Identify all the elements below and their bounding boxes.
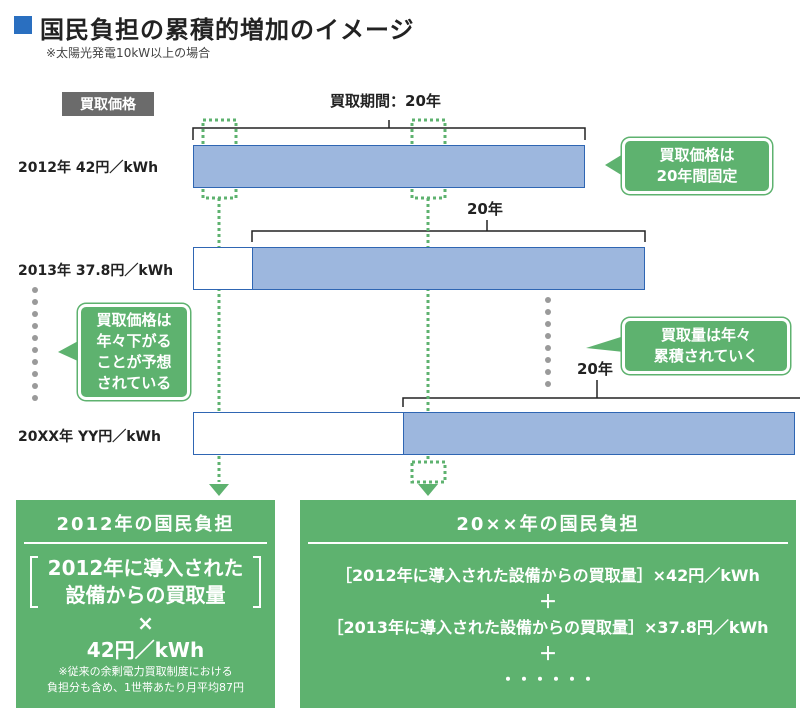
box-2012-burden: 2012年の国民負担 2012年に導入された 設備からの買取量 × 42円／kW…	[16, 500, 275, 708]
callout-decreasing-line2: 年々下がる	[96, 332, 172, 350]
box-right-formula2: ［2013年に導入された設備からの買取量］×37.8円／kWh	[327, 618, 769, 637]
box-left-divider	[24, 542, 267, 544]
callout-accumulate-line1: 買取量は年々	[660, 326, 751, 344]
page-subtitle: ※太陽光発電10kW以上の場合	[46, 46, 211, 60]
box-left-price: 42円／kWh	[86, 638, 205, 662]
box-right-plus1: ＋	[539, 592, 557, 613]
bar-2012	[193, 145, 585, 188]
bar-20xx	[403, 412, 795, 455]
box-right-dots: ・・・・・・	[499, 670, 596, 689]
box-right-title: 20××年の国民負担	[456, 514, 640, 535]
price-tag: 買取価格	[62, 92, 154, 116]
title-square-icon	[14, 16, 32, 34]
bracket-row1	[192, 120, 586, 140]
box-right-plus2: ＋	[539, 644, 557, 665]
arrow-down-left-icon	[209, 484, 229, 496]
box-left-note1: ※従来の余剰電力買取制度における	[58, 665, 233, 678]
callout-pointer-accumulate	[586, 336, 624, 352]
row-label-2012: 2012年 42円／kWh	[18, 160, 159, 176]
period-label-row2: 20年	[467, 200, 503, 218]
bar-2013	[252, 247, 645, 290]
callout-accumulate: 買取量は年々 累積されていく	[622, 318, 790, 374]
callout-decreasing-line1: 買取価格は	[96, 311, 172, 329]
callout-fixed-line2: 20年間固定	[656, 167, 738, 185]
callout-pointer-decreasing	[58, 340, 80, 362]
callout-accumulate-line2: 累積されていく	[653, 347, 759, 365]
box-20xx-burden: 20××年の国民負担 ［2012年に導入された設備からの買取量］×42円／kWh…	[300, 500, 796, 708]
bar-20xx-empty	[193, 412, 404, 455]
box-left-line2: 設備からの買取量	[65, 583, 226, 607]
period-label-row3: 20年	[577, 360, 613, 378]
arrow-down-right-icon	[418, 484, 438, 496]
box-right-formula1: ［2012年に導入された設備からの買取量］×42円／kWh	[336, 566, 760, 585]
callout-fixed: 買取価格は 20年間固定	[622, 138, 772, 194]
page-title: 国民負担の累積的増加のイメージ	[40, 16, 415, 44]
row-label-2013: 2013年 37.8円／kWh	[18, 263, 174, 279]
callout-decreasing: 買取価格は 年々下がる ことが予想 されている	[78, 304, 190, 400]
bar-2013-empty	[193, 247, 253, 290]
period-label-top: 買取期間：20年	[330, 92, 441, 110]
callout-fixed-line1: 買取価格は	[659, 146, 735, 164]
bracket-row3	[402, 380, 800, 407]
callout-pointer-fixed	[605, 154, 623, 176]
bracket-close-icon	[253, 556, 261, 608]
callout-decreasing-line4: されている	[96, 374, 172, 392]
ellipsis-middle	[545, 297, 551, 387]
bracket-row2	[251, 220, 646, 242]
box-left-line1: 2012年に導入された	[47, 556, 244, 580]
box-right-divider	[308, 542, 788, 544]
guide-box-right-bottom	[410, 460, 447, 484]
bracket-open-icon	[30, 556, 38, 608]
box-left-times: ×	[137, 611, 154, 635]
ellipsis-left	[32, 287, 38, 401]
box-left-title: 2012年の国民負担	[56, 514, 235, 535]
callout-decreasing-line3: ことが予想	[96, 353, 172, 371]
box-left-note2: 負担分も含め、1世帯あたり月平均87円	[47, 681, 244, 694]
row-label-20xx: 20XX年 YY円／kWh	[18, 429, 161, 445]
